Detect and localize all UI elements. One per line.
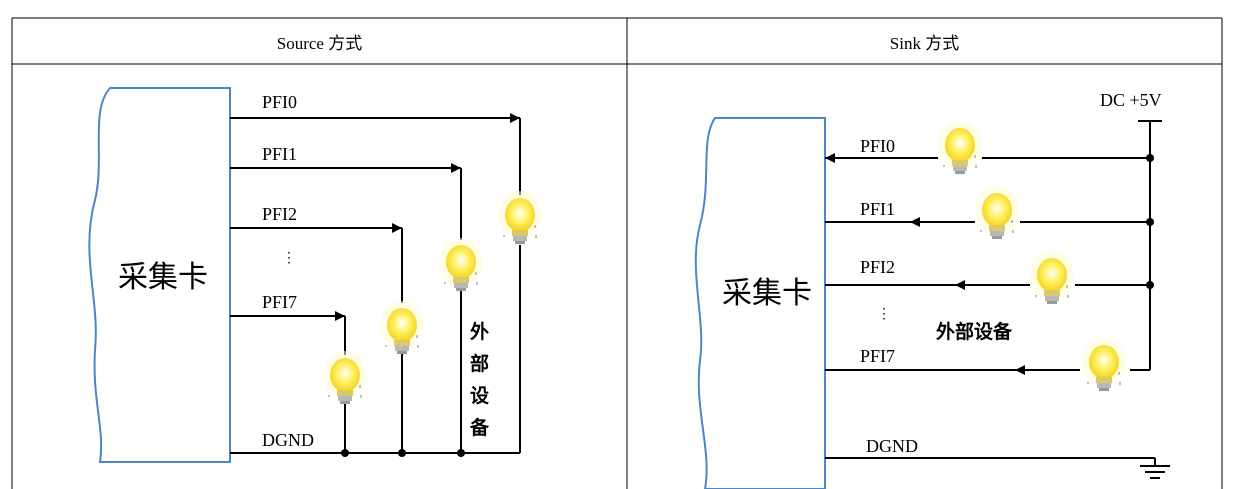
source-card-label: 采集卡 bbox=[118, 260, 208, 295]
table-grid bbox=[11, 17, 1223, 489]
source-dots: ⋮ bbox=[282, 251, 296, 266]
sink-external-label: 外部设备 bbox=[936, 320, 1013, 343]
source-bulb-0 bbox=[498, 191, 542, 244]
source-external-label-4: 备 bbox=[469, 416, 490, 439]
sink-pfi0-label: PFI0 bbox=[860, 136, 895, 156]
sink-dgnd-label: DGND bbox=[866, 436, 918, 456]
sink-bulb-1 bbox=[975, 186, 1019, 239]
sink-diagram: 采集卡 DC +5V PFI0 PFI1 PFI2 ⋮ PFI7 DGND 外部… bbox=[694, 90, 1170, 489]
sink-pfi1-label: PFI1 bbox=[860, 199, 895, 219]
source-dgnd-label: DGND bbox=[262, 430, 314, 450]
source-pfi0-label: PFI0 bbox=[262, 92, 297, 112]
sink-bulb-0 bbox=[938, 121, 982, 174]
source-mode-header: Source 方式 bbox=[276, 33, 363, 53]
source-bulb-1 bbox=[439, 238, 483, 291]
sink-dots: ⋮ bbox=[877, 307, 891, 322]
source-card-outline bbox=[88, 87, 231, 463]
source-diagram: 采集卡 PFI0 PFI1 PFI2 ⋮ PFI7 DGND 外 部 设 备 bbox=[88, 87, 542, 463]
source-pfi1-label: PFI1 bbox=[262, 144, 297, 164]
source-external-label-1: 外 bbox=[470, 320, 489, 343]
sink-pfi2-label: PFI2 bbox=[860, 257, 895, 277]
sink-bulb-7 bbox=[1082, 338, 1126, 391]
supply-label: DC +5V bbox=[1100, 90, 1162, 110]
source-external-label-2: 部 bbox=[470, 352, 489, 375]
sink-bulb-2 bbox=[1030, 251, 1074, 304]
source-external-label-3: 设 bbox=[470, 385, 489, 407]
source-bulb-7 bbox=[323, 351, 367, 404]
sink-card-label: 采集卡 bbox=[722, 276, 812, 311]
source-pfi2-label: PFI2 bbox=[262, 204, 297, 224]
sink-card-outline bbox=[694, 117, 826, 489]
sink-mode-header: Sink 方式 bbox=[889, 33, 960, 53]
source-pfi7-label: PFI7 bbox=[262, 292, 297, 312]
source-bulb-2 bbox=[380, 301, 424, 354]
sink-pfi7-label: PFI7 bbox=[860, 346, 895, 366]
